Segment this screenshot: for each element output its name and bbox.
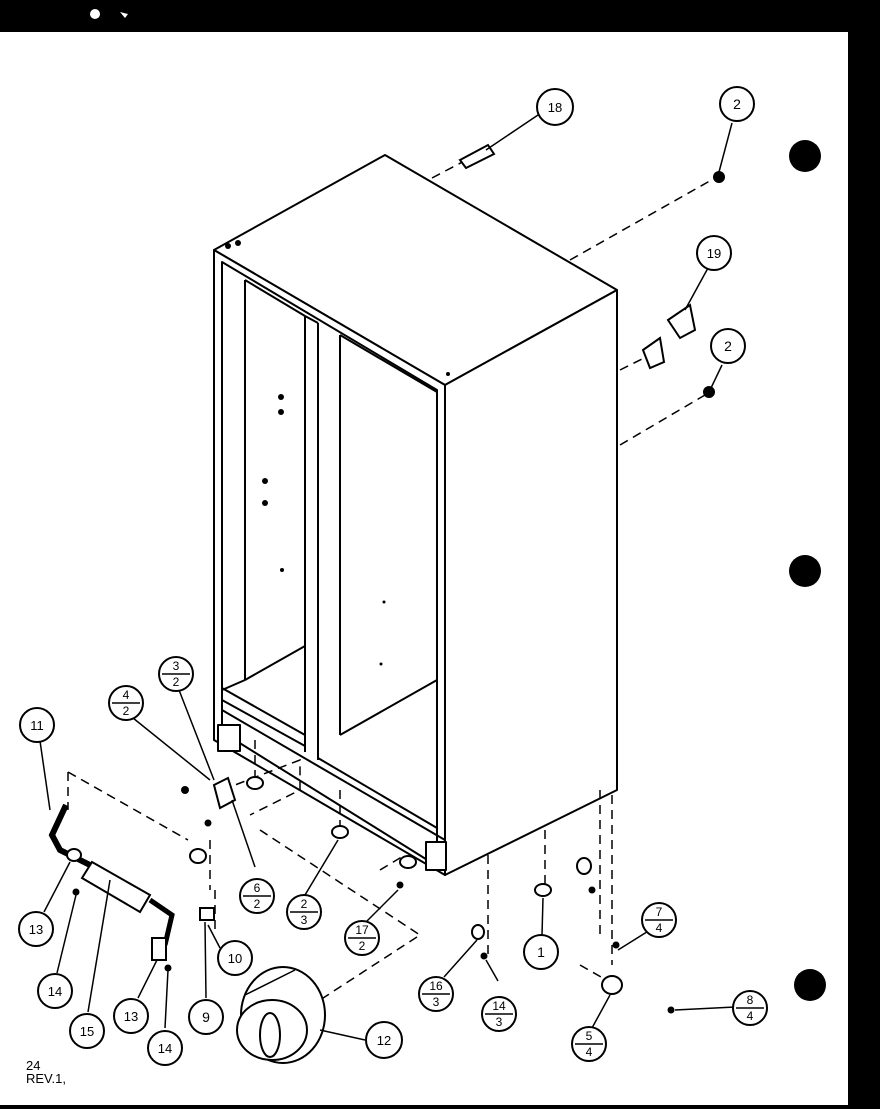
center-mullion xyxy=(304,315,341,760)
callout-6-2-top: 6 xyxy=(254,881,261,895)
callout-16-3: 16 3 xyxy=(418,976,454,1012)
front-left-roller-bracket xyxy=(217,724,241,752)
part-2-screw-lower xyxy=(703,386,715,398)
callout-7-4-bottom: 4 xyxy=(656,921,663,935)
callout-3-2-top: 3 xyxy=(173,659,180,673)
part-leveler xyxy=(399,855,417,869)
callout-10-label: 10 xyxy=(228,951,242,966)
callout-2-lower: 2 xyxy=(710,328,746,364)
callout-2-3: 2 3 xyxy=(286,894,322,930)
part-leveler xyxy=(246,776,264,790)
callout-18-label: 18 xyxy=(548,100,562,115)
callout-13-right-label: 13 xyxy=(124,1009,138,1024)
wall-holes xyxy=(225,240,450,666)
callout-10: 10 xyxy=(217,940,253,976)
part-12-insulation xyxy=(236,966,326,1064)
part-9-clip xyxy=(199,907,215,921)
callout-17-2-top: 17 xyxy=(355,923,369,937)
callout-4-2: 4 2 xyxy=(108,685,144,721)
callout-5-4-top: 5 xyxy=(586,1029,593,1043)
callout-2-lower-label: 2 xyxy=(724,338,732,354)
part-19-hinge-lower xyxy=(641,336,666,370)
callout-15: 15 xyxy=(69,1013,105,1049)
callout-14-3: 14 3 xyxy=(481,996,517,1032)
part-2-bushing xyxy=(331,825,349,839)
callout-9: 9 xyxy=(188,999,224,1035)
page-right-margin xyxy=(848,0,880,1109)
callout-6-2: 6 2 xyxy=(239,878,275,914)
callout-14-left: 14 xyxy=(37,973,73,1009)
callout-5-4-bottom: 4 xyxy=(586,1045,593,1059)
binder-hole-top xyxy=(789,140,821,172)
callout-16-3-bottom: 3 xyxy=(433,995,440,1009)
callout-17-2: 17 2 xyxy=(344,920,380,956)
binder-hole-bottom xyxy=(794,969,826,1001)
callout-2-3-bottom: 3 xyxy=(301,913,308,927)
part-18-plug xyxy=(458,143,496,170)
callout-2-upper-label: 2 xyxy=(733,96,741,112)
callout-13-left: 13 xyxy=(18,911,54,947)
callouts: 18 2 19 2 11 3 2 4 2 xyxy=(18,86,768,1066)
cabinet-front-frame xyxy=(213,249,446,876)
part-13-sleeve xyxy=(151,937,167,961)
part-1-foot xyxy=(534,883,552,897)
callout-13-left-label: 13 xyxy=(29,922,43,937)
footer-page-number: 24 xyxy=(26,1058,40,1073)
callout-11-label: 11 xyxy=(30,718,44,733)
callout-14-right-label: 14 xyxy=(158,1041,172,1056)
part-clip xyxy=(576,857,592,875)
cabinet-drawing xyxy=(213,154,618,876)
part-19-hinge-upper xyxy=(666,303,697,340)
callout-8-4-top: 8 xyxy=(747,993,754,1007)
callout-14-right: 14 xyxy=(147,1030,183,1066)
part-bushing xyxy=(189,848,207,864)
callout-2-3-top: 2 xyxy=(301,897,308,911)
cabinet-side xyxy=(444,289,618,876)
part-13-ring xyxy=(66,848,82,862)
part-2-screw-upper xyxy=(713,171,725,183)
callout-leaders xyxy=(39,114,736,1041)
callout-2-upper: 2 xyxy=(719,86,755,122)
callout-15-label: 15 xyxy=(80,1024,94,1039)
callout-6-2-bottom: 2 xyxy=(254,897,261,911)
callout-12: 12 xyxy=(365,1021,403,1059)
part-3-bracket xyxy=(212,776,237,810)
callout-14-3-top: 14 xyxy=(492,999,506,1013)
callout-19-label: 19 xyxy=(707,246,721,261)
callout-8-4-bottom: 4 xyxy=(747,1009,754,1023)
callout-8-4: 8 4 xyxy=(732,990,768,1026)
callout-7-4-top: 7 xyxy=(656,905,663,919)
leader-lines xyxy=(67,157,716,1001)
callout-17-2-bottom: 2 xyxy=(359,939,366,953)
callout-3-2: 3 2 xyxy=(158,656,194,692)
callout-1-label: 1 xyxy=(537,944,545,960)
part-5-roller xyxy=(601,975,623,995)
footer-revision: REV.1, xyxy=(26,1071,66,1086)
callout-19: 19 xyxy=(696,235,732,271)
scan-speck xyxy=(90,9,100,19)
callout-14-left-label: 14 xyxy=(48,984,62,999)
part-16-clip xyxy=(471,924,485,940)
scan-speck xyxy=(120,12,128,18)
callout-16-3-top: 16 xyxy=(429,979,443,993)
callout-7-4: 7 4 xyxy=(641,902,677,938)
callout-4-2-top: 4 xyxy=(123,688,130,702)
page-top-margin xyxy=(0,0,880,32)
callout-3-2-bottom: 2 xyxy=(173,675,180,689)
callout-12-label: 12 xyxy=(377,1033,391,1048)
front-right-roller-bracket xyxy=(425,841,447,871)
callout-18: 18 xyxy=(536,88,574,126)
binder-hole-middle xyxy=(789,555,821,587)
callout-1: 1 xyxy=(523,934,559,970)
callout-5-4: 5 4 xyxy=(571,1026,607,1062)
callout-13-right: 13 xyxy=(113,998,149,1034)
callout-9-label: 9 xyxy=(202,1009,210,1025)
parts xyxy=(48,143,725,1064)
callout-11: 11 xyxy=(19,707,55,743)
callout-14-3-bottom: 3 xyxy=(496,1015,503,1029)
callout-4-2-bottom: 2 xyxy=(123,704,130,718)
part-15-tube xyxy=(80,860,152,914)
